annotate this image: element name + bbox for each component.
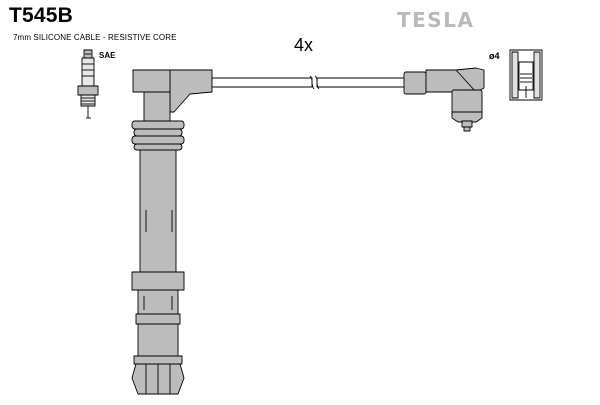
terminal-diameter-label: ø4 <box>489 51 500 61</box>
terminal-detail-icon <box>509 49 543 101</box>
part-number: T545B <box>9 4 74 27</box>
cable <box>211 75 407 90</box>
cable-spec: 7mm SILICONE CABLE - RESISTIVE CORE <box>13 33 177 42</box>
spark-plug-icon <box>77 49 99 119</box>
plug-standard-label: SAE <box>99 51 116 60</box>
brand-logo: TESLA <box>397 8 475 32</box>
plug-boot <box>131 69 213 395</box>
quantity-label: 4x <box>294 35 314 55</box>
coil-boot <box>403 67 485 132</box>
